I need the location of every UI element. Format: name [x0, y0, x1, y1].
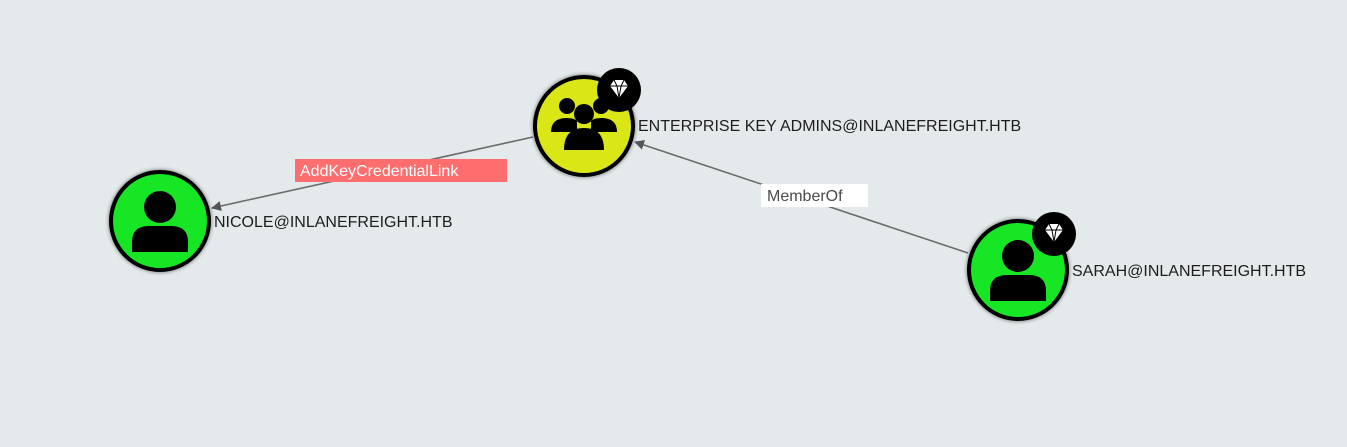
- tier-zero-gem-icon: [1032, 212, 1076, 256]
- edge-label-addkeycredentiallink[interactable]: AddKeyCredentialLink: [300, 163, 459, 180]
- node-group-enterprise-key-admins[interactable]: ENTERPRISE KEY ADMINS@INLANEFREIGHT.HTB: [532, 68, 1021, 178]
- user-icon: [132, 191, 188, 252]
- edge-label-bg: [295, 159, 507, 182]
- tier-zero-gem-icon: [597, 68, 641, 112]
- users-group-icon: [551, 98, 617, 150]
- edge-memberof[interactable]: MemberOf: [634, 140, 969, 254]
- node-label-sarah: SARAH@INLANEFREIGHT.HTB: [1072, 263, 1306, 280]
- node-label-nicole: NICOLE@INLANEFREIGHT.HTB: [214, 214, 453, 231]
- user-icon: [990, 240, 1046, 301]
- node-user-nicole[interactable]: NICOLE@INLANEFREIGHT.HTB: [108, 169, 453, 273]
- node-label-enterprise-key-admins: ENTERPRISE KEY ADMINS@INLANEFREIGHT.HTB: [638, 118, 1021, 135]
- edge-addkeycredentiallink[interactable]: AddKeyCredentialLink: [211, 136, 534, 211]
- edge-label-bg: [761, 184, 868, 207]
- node-user-sarah[interactable]: SARAH@INLANEFREIGHT.HTB: [966, 212, 1306, 322]
- edge-label-memberof[interactable]: MemberOf: [767, 188, 843, 205]
